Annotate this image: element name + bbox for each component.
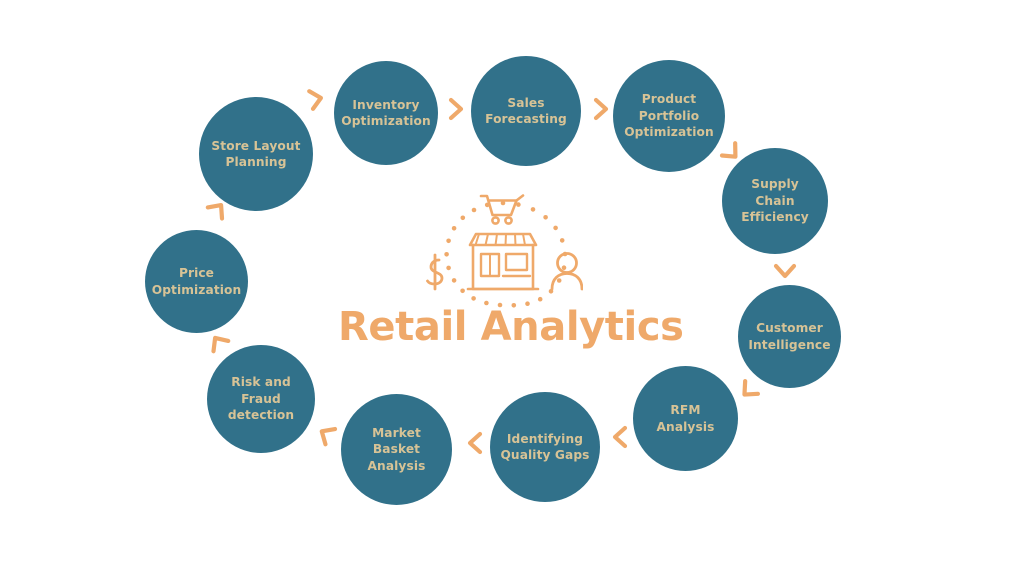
storefront-shopping-icon <box>423 186 584 311</box>
node-supply-chain-efficiency[interactable]: Supply Chain Efficiency <box>722 148 828 254</box>
node-label: RFM Analysis <box>656 403 715 434</box>
node-market-basket-analysis[interactable]: Market Basket Analysis <box>341 394 452 505</box>
node-label: Customer Intelligence <box>748 321 831 352</box>
node-price-optimization[interactable]: Price Optimization <box>145 230 248 333</box>
arrow-supply-chain-to-customer <box>772 258 798 284</box>
node-rfm-analysis[interactable]: RFM Analysis <box>633 366 738 471</box>
node-risk-and-fraud-detection[interactable]: Risk and Fraud detection <box>207 345 315 453</box>
node-label: Sales Forecasting <box>485 95 567 126</box>
node-label: Price Optimization <box>151 266 242 297</box>
page-title: Retail Analytics <box>338 304 684 350</box>
node-label: Store Layout Planning <box>211 138 301 169</box>
arrow-identifying-to-market-basket <box>462 430 488 456</box>
node-label: Inventory Optimization <box>341 97 431 128</box>
node-store-layout-planning[interactable]: Store Layout Planning <box>199 97 313 211</box>
node-product-portfolio-optimization[interactable]: Product Portfolio Optimization <box>613 60 725 172</box>
arrow-rfm-to-identifying-quality-gaps <box>607 424 633 450</box>
node-sales-forecasting[interactable]: Sales Forecasting <box>471 56 581 166</box>
arrow-store-layout-to-inventory <box>301 84 332 115</box>
node-label: Product Portfolio Optimization <box>624 92 714 140</box>
center-group: Retail Analytics <box>338 186 684 371</box>
node-inventory-optimization[interactable]: Inventory Optimization <box>334 61 438 165</box>
arrow-inventory-to-sales <box>443 96 469 122</box>
node-label: Identifying Quality Gaps <box>500 431 590 462</box>
node-label: Risk and Fraud detection <box>227 375 295 423</box>
node-customer-intelligence[interactable]: Customer Intelligence <box>738 285 841 388</box>
arrow-sales-to-product-portfolio <box>588 96 614 122</box>
node-identifying-quality-gaps[interactable]: Identifying Quality Gaps <box>490 392 600 502</box>
node-label: Market Basket Analysis <box>367 425 426 473</box>
node-label: Supply Chain Efficiency <box>741 177 809 225</box>
